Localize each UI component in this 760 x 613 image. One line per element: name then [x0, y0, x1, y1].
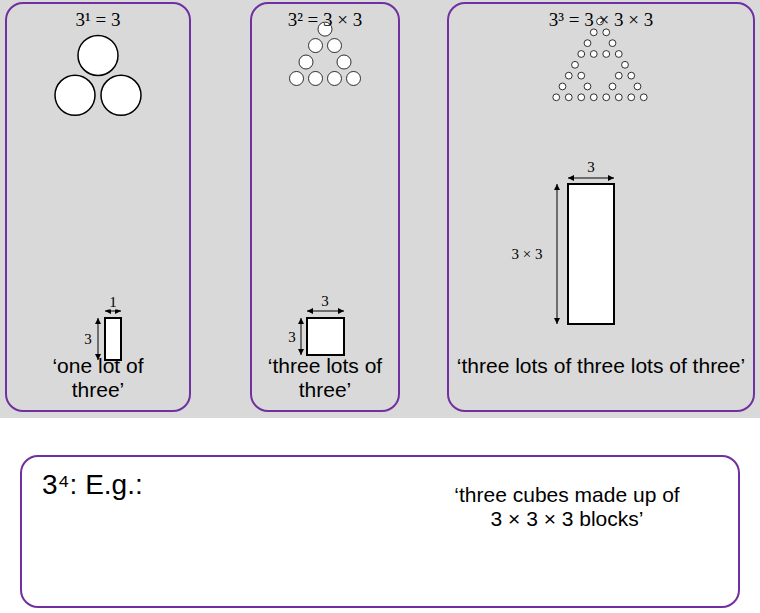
dimension-arrow	[301, 318, 302, 355]
counter-circle	[309, 39, 323, 53]
counter-circle	[290, 71, 304, 85]
counter-circle	[299, 55, 313, 69]
counter-circle	[640, 94, 647, 101]
counter-circle	[603, 94, 610, 101]
power-description: ‘three lots of three’	[260, 354, 390, 401]
counter-circle	[78, 35, 118, 75]
power-description: ‘three cubes made up of 3 × 3 × 3 blocks…	[452, 483, 682, 530]
dimension-arrow	[568, 178, 614, 179]
power-heading: 3² = 3 × 3	[255, 9, 395, 30]
dimension-arrow	[98, 318, 99, 360]
power-heading: 3¹ = 3	[10, 9, 186, 30]
counter-circle	[615, 94, 622, 101]
dimension-arrow	[105, 311, 121, 312]
counter-circle	[55, 75, 95, 115]
counter-circle	[328, 71, 342, 85]
dimension-arrow	[307, 311, 344, 312]
counter-circle	[584, 40, 591, 47]
counter-circle	[565, 94, 572, 101]
counter-circle	[628, 72, 635, 79]
counter-circle	[565, 72, 572, 79]
power-heading: 3⁴: E.g.:	[42, 469, 222, 500]
counter-circle	[634, 83, 641, 90]
counter-circle	[559, 83, 566, 90]
dimension-arrow	[557, 184, 558, 324]
power-heading: 3³ = 3 × 3 × 3	[456, 9, 746, 30]
dimension-label: 3	[286, 330, 298, 345]
one-by-three-rect	[105, 318, 121, 360]
circle-triangles	[55, 18, 647, 115]
counter-circle	[578, 72, 585, 79]
counter-circle	[328, 39, 342, 53]
counter-circle	[609, 83, 616, 90]
three-by-nine-rect	[568, 184, 614, 324]
power-description: ‘three lots of three lots of three’	[456, 354, 746, 378]
power-description: ‘one lot of three’	[28, 354, 168, 401]
dimension-label: 3 × 3	[510, 247, 545, 262]
counter-circle	[590, 51, 597, 58]
counter-circle	[309, 71, 323, 85]
counter-circle	[337, 55, 351, 69]
three-by-three-square	[307, 318, 344, 355]
dimension-label: 1	[107, 295, 119, 310]
counter-circle	[584, 83, 591, 90]
counter-circle	[578, 51, 585, 58]
dimension-label: 3	[319, 294, 331, 309]
counter-circle	[615, 72, 622, 79]
power-box: 3¹ = 3 ‘one lot of three’	[5, 2, 191, 412]
counter-circle	[553, 94, 560, 101]
counter-circle	[578, 94, 585, 101]
power-box: 3³ = 3 × 3 × 3 ‘three lots of three lots …	[447, 2, 755, 412]
dimension-label: 3	[585, 160, 597, 175]
counter-circle	[609, 40, 616, 47]
dimension-label: 3	[82, 332, 94, 347]
counter-circle	[572, 61, 579, 68]
counter-circle	[101, 75, 141, 115]
example-box: 3⁴: E.g.: ‘three cubes made up of 3 × 3 ×…	[20, 455, 740, 608]
counter-circle	[622, 61, 629, 68]
counter-circle	[347, 71, 361, 85]
counter-circle	[615, 51, 622, 58]
counter-circle	[628, 94, 635, 101]
counter-circle	[603, 51, 610, 58]
counter-circle	[590, 94, 597, 101]
power-box: 3² = 3 × 3 ‘three lots of three’	[250, 2, 400, 412]
